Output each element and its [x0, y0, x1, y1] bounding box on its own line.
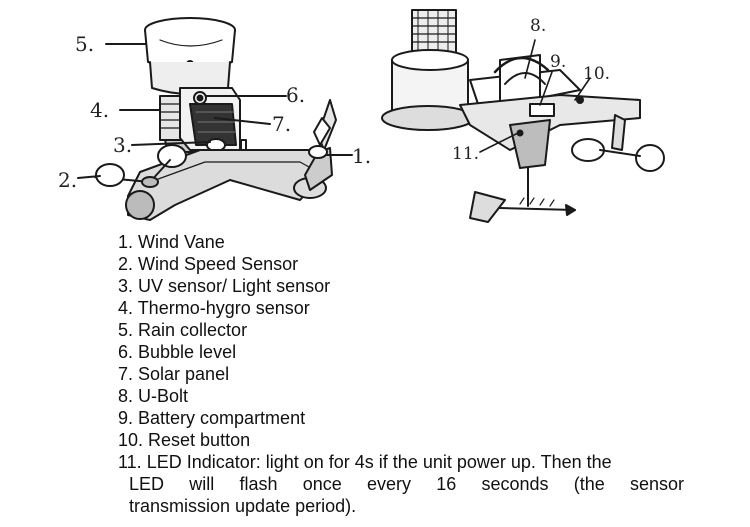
legend-item-8: 8. U-Bolt [118, 386, 189, 406]
legend-item-2: 2. Wind Speed Sensor [118, 254, 299, 274]
callout-11: 11. [452, 144, 480, 164]
callout-9: 9. [550, 52, 567, 72]
wind-speed-cups-drawing [94, 144, 187, 188]
sensor-rear-view [381, 9, 665, 223]
rain-collector-drawing [144, 17, 236, 95]
legend-item-4: 4. Thermo-hygro sensor [118, 298, 310, 318]
rear-shield-drawing [381, 9, 475, 131]
legend-item-1: 1. Wind Vane [118, 232, 225, 252]
callout-8: 8. [530, 16, 547, 36]
callout-5: 5. [75, 32, 95, 56]
callout-10: 10. [583, 64, 611, 84]
legend-item-6: 6. Bubble level [118, 342, 237, 362]
legend-item-7: 7. Solar panel [118, 364, 230, 384]
solar-panel-drawing [179, 87, 241, 151]
legend-item-11-line-1: 11. LED Indicator: light on for 4s if th… [118, 452, 612, 472]
callout-4: 4. [90, 98, 110, 122]
callout-1: 1. [352, 144, 372, 168]
callout-3: 3. [113, 133, 133, 157]
legend-item-5: 5. Rain collector [118, 320, 248, 340]
legend-item-10: 10. Reset button [118, 430, 251, 450]
wind-vane-drawing [304, 99, 337, 191]
callout-6: 6. [286, 83, 306, 107]
legend-item-9: 9. Battery compartment [118, 408, 306, 428]
rear-cups-drawing [571, 114, 665, 172]
legend-item-11-line-2: LED will flash once every 16 seconds (th… [129, 474, 684, 494]
u-bolt-drawing [469, 54, 581, 111]
leader-lines-left [77, 43, 353, 179]
callout-2: 2. [58, 168, 78, 192]
rear-vane-drawing [469, 167, 576, 223]
led-arm-drawing [509, 119, 551, 169]
parts-legend: 1. Wind Vane 2. Wind Speed Sensor 3. UV … [118, 231, 684, 517]
legend-item-11: 11. LED Indicator: light on for 4s if th… [118, 451, 684, 517]
legend-item-11-line-3: transmission update period). [129, 496, 357, 516]
callout-7: 7. [272, 112, 292, 136]
legend-item-3: 3. UV sensor/ Light sensor [118, 276, 331, 296]
leader-lines-right [479, 39, 591, 153]
